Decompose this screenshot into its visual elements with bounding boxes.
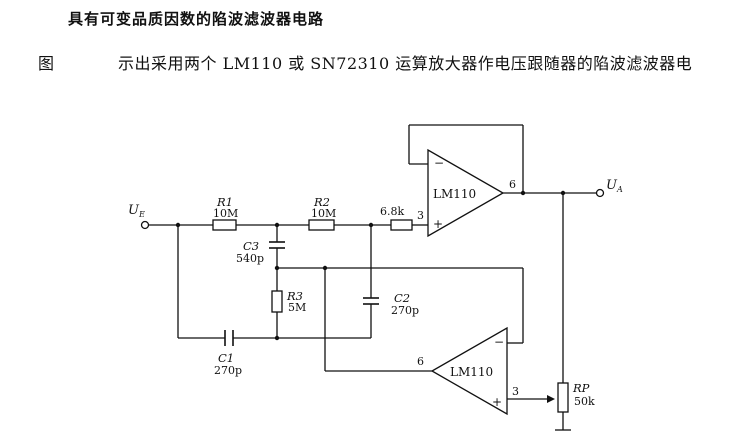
- op-amp-2-plus: +: [492, 395, 502, 409]
- c2-value: 270p: [391, 304, 419, 317]
- potentiometer-rp: [557, 382, 569, 413]
- resistor-r2: [308, 219, 335, 231]
- diagram-title: 具有可变品质因数的陷波滤波器电路: [68, 10, 325, 28]
- op-amp-1-plus: +: [433, 217, 443, 231]
- rp-name: RP: [572, 381, 590, 395]
- op-amp-1-label: LM110: [433, 187, 476, 201]
- figure-caption: 示出采用两个 LM110 或 SN72310 运算放大器作电压跟随器的陷波滤波器…: [118, 54, 693, 73]
- input-terminal: [140, 220, 150, 230]
- capacitor-c1: [224, 330, 234, 346]
- r2-value: 10M: [311, 207, 336, 220]
- rp-wiper-arrow: [547, 395, 555, 403]
- c3-name: C3: [243, 239, 259, 253]
- op-amp-1-out-pin: 6: [509, 178, 516, 191]
- op-amp-1: [427, 148, 505, 238]
- resistor-6k8: [390, 219, 413, 231]
- r1-value: 10M: [213, 207, 238, 220]
- rin-value: 6.8k: [380, 205, 404, 218]
- wires: [149, 124, 596, 431]
- capacitor-c3: [269, 241, 285, 249]
- op-amp-2-in-pin: 3: [512, 385, 519, 398]
- figure-label: 图: [38, 54, 55, 73]
- r3-name: R3: [286, 289, 303, 303]
- resistor-r3: [271, 290, 283, 313]
- op-amp-2-label: LM110: [450, 365, 493, 379]
- c1-name: C1: [218, 351, 234, 365]
- r1-name: R1: [216, 195, 233, 209]
- op-amp-2-out-pin: 6: [417, 355, 424, 368]
- resistor-r1: [212, 219, 237, 231]
- output-terminal: [595, 188, 605, 198]
- op-amp-1-in-pin: 3: [417, 209, 424, 222]
- c3-value: 540p: [236, 252, 264, 265]
- input-label: UE: [128, 203, 145, 219]
- output-label: UA: [606, 178, 623, 194]
- op-amp-1-minus: −: [434, 156, 444, 170]
- c1-value: 270p: [214, 364, 242, 377]
- capacitor-c2: [363, 297, 379, 305]
- r3-value: 5M: [288, 301, 306, 314]
- op-amp-2-minus: −: [494, 335, 504, 349]
- op-amp-2: [430, 326, 508, 416]
- r2-name: R2: [313, 195, 330, 209]
- rp-value: 50k: [574, 395, 595, 408]
- junction-dots: [175, 190, 566, 341]
- c2-name: C2: [394, 291, 410, 305]
